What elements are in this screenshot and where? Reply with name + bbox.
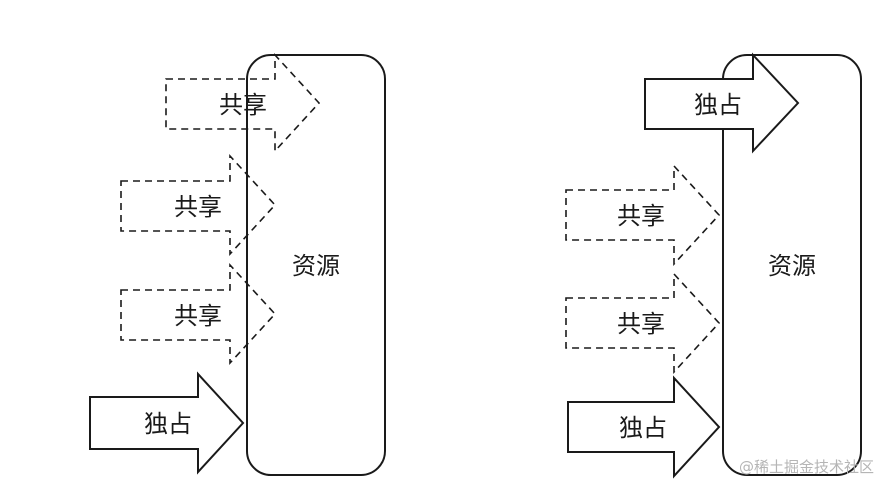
right-resource-box: [722, 54, 862, 476]
right-exclusive-label-top: 独占: [694, 91, 742, 119]
right-exclusive-arrow-top: [644, 52, 800, 154]
left-resource-label: 资源: [292, 252, 340, 280]
right-diagram: 资源 独占 共享 共享 独占: [565, 52, 862, 479]
right-shared-label-2: 共享: [617, 310, 665, 338]
left-resource-box: [246, 54, 386, 476]
left-shared-arrow-1: [165, 52, 321, 154]
left-shared-arrow-3: [120, 262, 277, 366]
right-shared-label-1: 共享: [617, 202, 665, 230]
right-exclusive-label-bottom: 独占: [619, 414, 667, 442]
left-exclusive-arrow: [89, 371, 245, 475]
left-diagram: 共享 共享 共享 资源 独占: [89, 52, 386, 476]
left-shared-label-3: 共享: [174, 302, 222, 330]
right-shared-arrow-1: [565, 163, 721, 267]
left-shared-label-2: 共享: [174, 193, 222, 221]
left-shared-arrow-2: [120, 153, 277, 257]
right-exclusive-arrow-bottom: [567, 375, 721, 479]
right-resource-label: 资源: [768, 252, 816, 280]
left-exclusive-label: 独占: [144, 410, 192, 438]
right-shared-arrow-2: [565, 271, 721, 375]
left-shared-label-1: 共享: [219, 91, 267, 119]
watermark-text: @稀土掘金技术社区: [739, 458, 874, 476]
